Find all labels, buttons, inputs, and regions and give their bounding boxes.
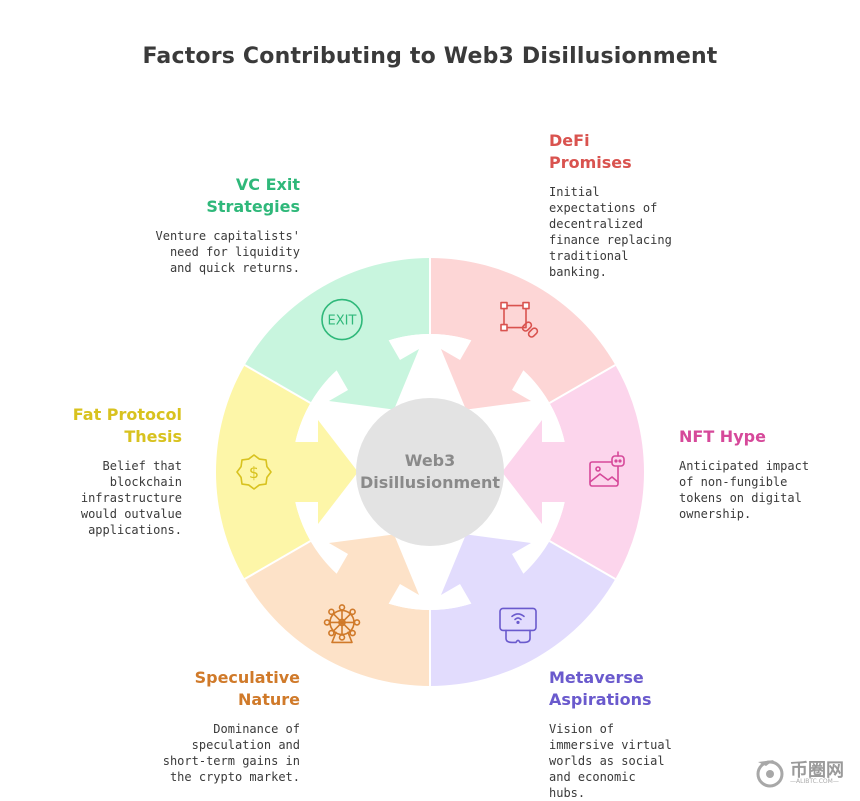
desc-line: Dominance of	[213, 722, 300, 736]
desc-line: worlds as social	[549, 754, 665, 768]
desc-line: decentralized	[549, 217, 643, 231]
label-metaverse-head: Metaverse Aspirations	[549, 667, 789, 711]
desc-line: blockchain	[109, 475, 182, 489]
watermark: 币圈网 —ALIBTC.COM—	[752, 754, 856, 790]
label-nft-head: NFT Hype	[679, 426, 849, 448]
nft-image-icon	[589, 451, 625, 487]
arrow-nft	[502, 420, 580, 524]
segment-divider	[244, 540, 311, 580]
desc-line: speculation and	[191, 738, 300, 752]
arrow-defi	[440, 327, 532, 410]
label-fatprotocol-head-line: Thesis	[124, 427, 182, 446]
label-fatprotocol-head-line: Fat Protocol	[72, 405, 182, 424]
center-label-line2: Disillusionment	[359, 473, 501, 492]
label-vcexit-head-line: Strategies	[206, 197, 300, 216]
ferris-wheel-icon	[323, 604, 361, 644]
desc-line: finance replacing	[549, 233, 672, 247]
arrow-metaverse	[440, 534, 532, 617]
desc-line: expectations of	[549, 201, 658, 215]
label-defi-head-line: Promises	[549, 153, 632, 172]
watermark-text: 币圈网	[790, 760, 844, 781]
label-defi-desc: Initial expectations of decentralized fi…	[549, 184, 789, 280]
label-speculative-head: Speculative Nature	[60, 667, 300, 711]
segment-divider	[244, 364, 311, 404]
exit-sign-icon: EXIT	[321, 298, 363, 341]
desc-line: of non-fungible	[679, 475, 788, 489]
label-vcexit: VC Exit Strategies Venture capitalists' …	[60, 174, 301, 276]
label-metaverse-desc: Vision of immersive virtual worlds as so…	[549, 721, 789, 801]
desc-line: need for liquidity	[169, 245, 300, 259]
label-fatprotocol-head: Fat Protocol Thesis	[0, 404, 182, 448]
svg-text:$: $	[249, 463, 259, 482]
segment-nft	[549, 365, 644, 579]
label-defi-head: DeFi Promises	[549, 130, 789, 174]
blockchain-link-icon	[500, 301, 539, 338]
desc-line: traditional	[549, 249, 629, 263]
label-speculative-head-line: Speculative	[194, 668, 300, 687]
desc-line: infrastructure	[80, 491, 182, 505]
dollar-badge-icon: $	[236, 454, 272, 490]
segment-defi	[430, 258, 616, 403]
desc-line: Vision of	[549, 722, 615, 736]
label-vcexit-head: VC Exit Strategies	[60, 174, 300, 218]
desc-line: Anticipated impact	[679, 459, 810, 473]
label-defi-head-line: DeFi	[549, 131, 590, 150]
desc-line: banking.	[549, 265, 607, 279]
segment-fatprotocol	[216, 365, 311, 579]
label-fatprotocol: Fat Protocol Thesis Belief that blockcha…	[0, 404, 182, 538]
desc-line: short-term gains in	[162, 754, 300, 768]
label-nft-desc: Anticipated impact of non-fungible token…	[679, 458, 849, 522]
desc-line: Belief that	[102, 459, 182, 473]
watermark-logo-icon	[756, 760, 784, 788]
desc-line: applications.	[88, 523, 182, 537]
segment-divider	[549, 540, 616, 580]
label-vcexit-head-line: VC Exit	[235, 175, 300, 194]
segment-metaverse	[430, 541, 616, 686]
label-metaverse: Metaverse Aspirations Vision of immersiv…	[549, 667, 789, 801]
desc-line: the crypto market.	[169, 770, 300, 784]
label-vcexit-desc: Venture capitalists' need for liquidity …	[60, 228, 301, 276]
arrow-speculative	[328, 534, 420, 617]
arrow-fatprotocol	[280, 420, 358, 524]
label-speculative: Speculative Nature Dominance of speculat…	[60, 667, 300, 785]
label-metaverse-head-line: Metaverse	[549, 668, 644, 687]
label-fatprotocol-desc: Belief that blockchain infrastructure wo…	[0, 458, 182, 538]
vr-headset-icon	[499, 607, 537, 644]
page-title: Factors Contributing to Web3 Disillusion…	[142, 44, 718, 69]
desc-line: tokens on digital	[679, 491, 802, 505]
center-circle	[356, 398, 504, 546]
watermark-subtext: —ALIBTC.COM—	[790, 778, 839, 785]
label-speculative-desc: Dominance of speculation and short-term …	[60, 721, 300, 785]
center-label: Web3 Disillusionment	[340, 450, 520, 494]
desc-line: would outvalue	[80, 507, 182, 521]
desc-line: immersive virtual	[549, 738, 672, 752]
label-nft: NFT Hype Anticipated impact of non-fungi…	[679, 426, 849, 522]
desc-line: ownership.	[679, 507, 752, 521]
desc-line: and quick returns.	[169, 261, 300, 275]
desc-line: and economic	[549, 770, 636, 784]
desc-line: Initial	[549, 185, 600, 199]
segment-vcexit	[244, 258, 430, 403]
label-defi: DeFi Promises Initial expectations of de…	[549, 130, 789, 280]
label-speculative-head-line: Nature	[238, 690, 300, 709]
segment-divider	[549, 364, 616, 404]
segment-speculative	[244, 541, 430, 686]
exit-sign-text: EXIT	[328, 314, 357, 329]
arrow-vcexit	[328, 327, 420, 410]
label-nft-head-line: NFT Hype	[679, 427, 766, 446]
label-metaverse-head-line: Aspirations	[549, 690, 652, 709]
center-label-line1: Web3	[404, 451, 456, 470]
desc-line: Venture capitalists'	[155, 229, 301, 243]
